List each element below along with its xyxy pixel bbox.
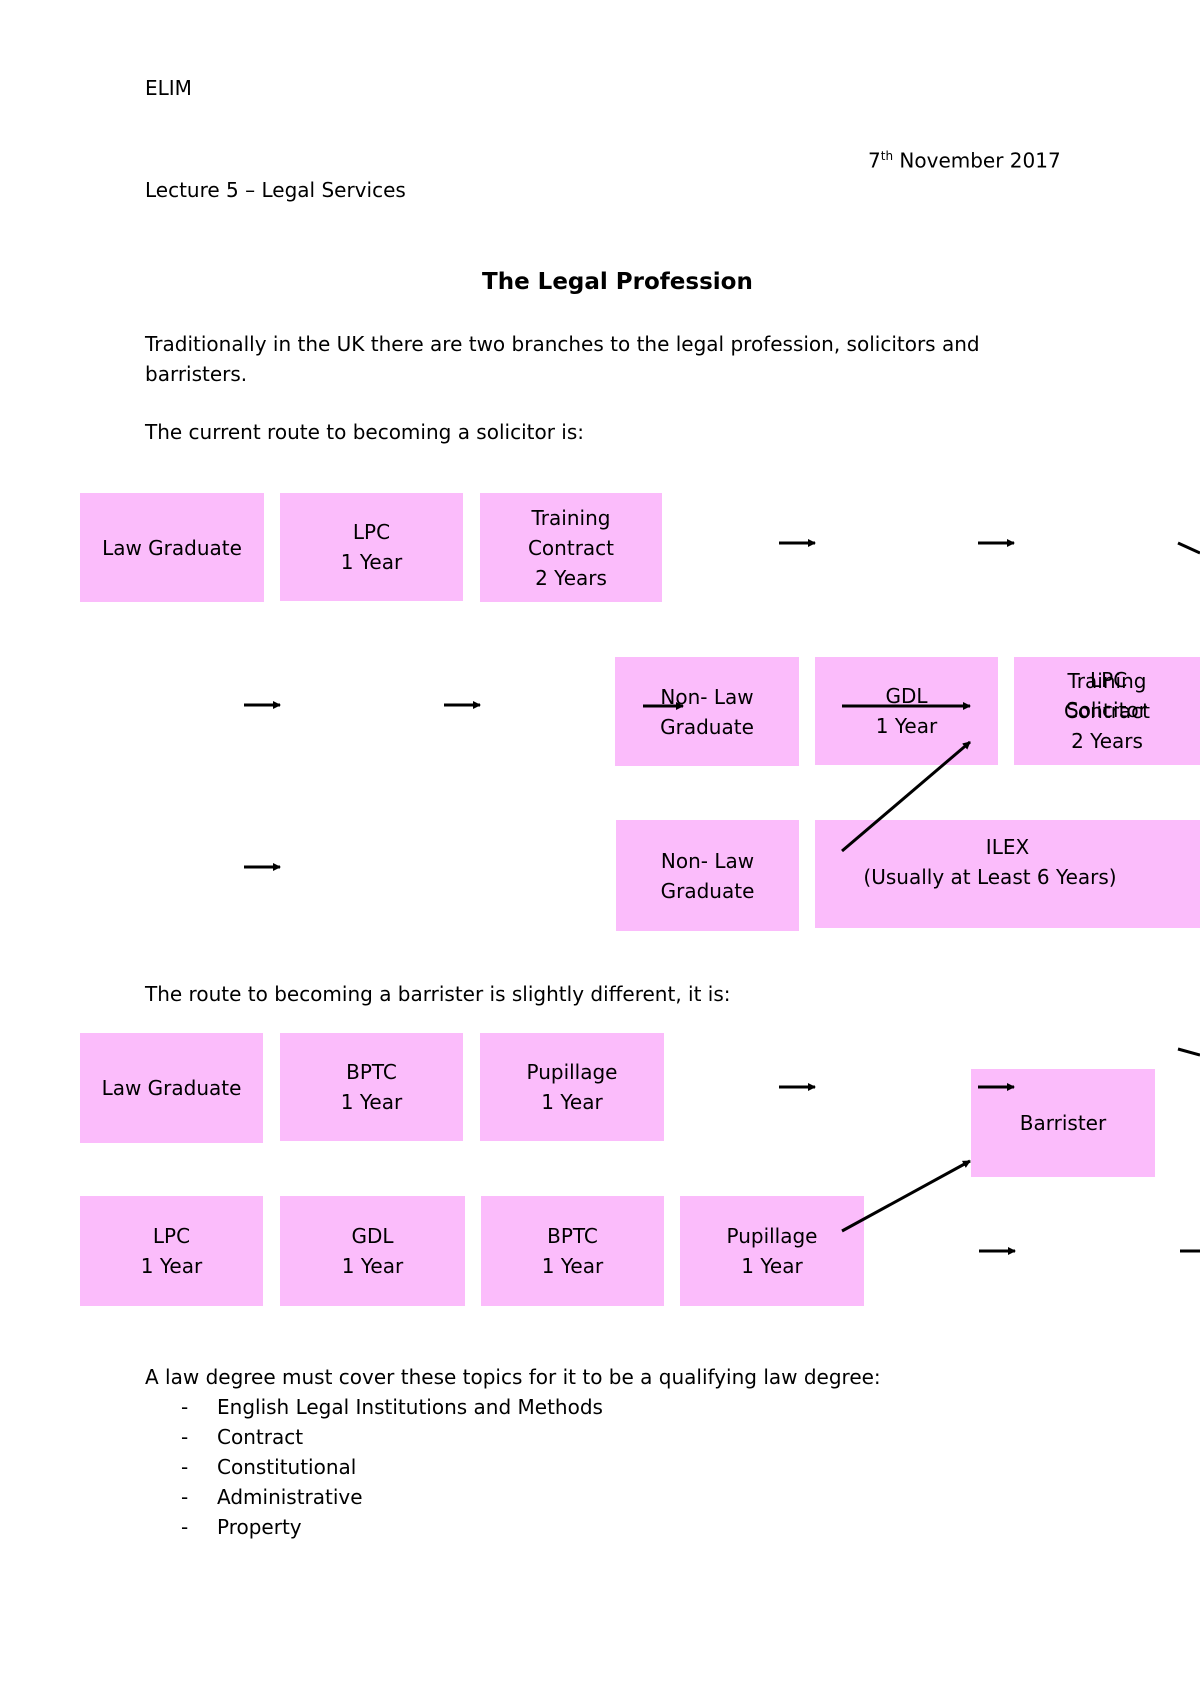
qualifying-topics-list: English Legal Institutions and Methods C… [145,1392,603,1542]
box-ilex: ILEX (Usually at Least 6 Years) [815,820,1200,928]
box-label: Barrister [1019,1111,1107,1135]
box-gdl: GDL 1 Year [815,657,998,765]
box-gdl-barrister: GDL 1 Year [280,1196,465,1306]
box-non-law-graduate-ilex: Non- Law Graduate [616,820,799,931]
qualifying-intro: A law degree must cover these topics for… [145,1365,881,1389]
box-label-2: Contract [1063,699,1151,723]
box-label: BPTC [346,1060,397,1084]
box-label-2: Graduate [660,878,755,903]
list-item: Administrative [145,1482,603,1512]
box-training-contract-2: Training Contract 2 Years [1014,657,1200,765]
list-item: Property [145,1512,603,1542]
box-label: LPC [352,520,391,544]
box-duration: (Usually at Least 6 Years) [863,865,1117,889]
box-duration: 1 Year [875,714,938,738]
lecture-title: Lecture 5 – Legal Services [145,178,406,202]
box-pupillage: Pupillage 1 Year [480,1033,664,1141]
box-barrister: Barrister [971,1069,1155,1177]
box-label-2: Contract [527,535,615,560]
box-duration: 1 Year [140,1254,203,1278]
box-label: GDL [885,684,928,708]
box-label: LPC [152,1224,191,1248]
page-title: The Legal Profession [482,269,753,295]
arrow-fragment-icon [1177,541,1200,555]
date-suffix: th [880,149,894,163]
box-duration: 1 Year [341,1254,404,1278]
box-lpc-barrister: LPC 1 Year [80,1196,263,1306]
box-bptc-barrister: BPTC 1 Year [481,1196,664,1306]
box-label: Training [1067,669,1147,693]
box-duration: 2 Years [1071,729,1143,753]
box-law-graduate-barrister: Law Graduate [80,1033,263,1143]
box-duration: 1 Year [541,1254,604,1278]
box-pupillage-barrister: Pupillage 1 Year [680,1196,864,1306]
list-item: English Legal Institutions and Methods [145,1392,603,1422]
box-training-contract: Training Contract 2 Years [480,493,662,602]
date-day: 7 [868,148,881,173]
box-label: Non- Law [660,848,755,873]
box-duration: 1 Year [340,550,403,574]
box-duration: 1 Year [340,1090,403,1114]
box-duration: 2 Years [535,565,607,590]
box-duration: 1 Year [741,1254,803,1278]
box-lpc: LPC 1 Year [280,493,463,601]
date-rest: November 2017 [893,148,1061,173]
box-label: BPTC [547,1224,598,1248]
overlay-lpc: LPC [1090,668,1128,692]
solicitor-heading: The current route to becoming a solicito… [145,420,585,444]
box-label: GDL [351,1224,394,1248]
box-label: Law Graduate [101,1076,242,1100]
course-code: ELIM [145,76,192,100]
box-label: ILEX [985,835,1030,859]
barrister-heading: The route to becoming a barrister is sli… [145,982,731,1006]
box-label-2: Graduate [660,714,754,739]
box-bptc: BPTC 1 Year [280,1033,463,1141]
lecture-date: 7th November 2017 [868,150,1061,171]
box-label: Pupillage [526,1060,618,1084]
list-item: Contract [145,1422,603,1452]
overlay-solicitor: Solicitor [1066,698,1147,722]
box-duration: 1 Year [541,1090,603,1114]
arrow-fragment-icon [1177,1047,1200,1057]
box-law-graduate: Law Graduate [80,493,264,602]
intro-line-1: Traditionally in the UK there are two br… [145,332,980,356]
list-item: Constitutional [145,1452,603,1482]
intro-line-2: barristers. [145,362,248,386]
box-non-law-graduate: Non- Law Graduate [615,657,799,766]
box-label: Training [531,505,611,530]
box-label: Pupillage [726,1224,818,1248]
box-label: Law Graduate [102,535,242,560]
box-label: Non- Law [660,684,754,709]
